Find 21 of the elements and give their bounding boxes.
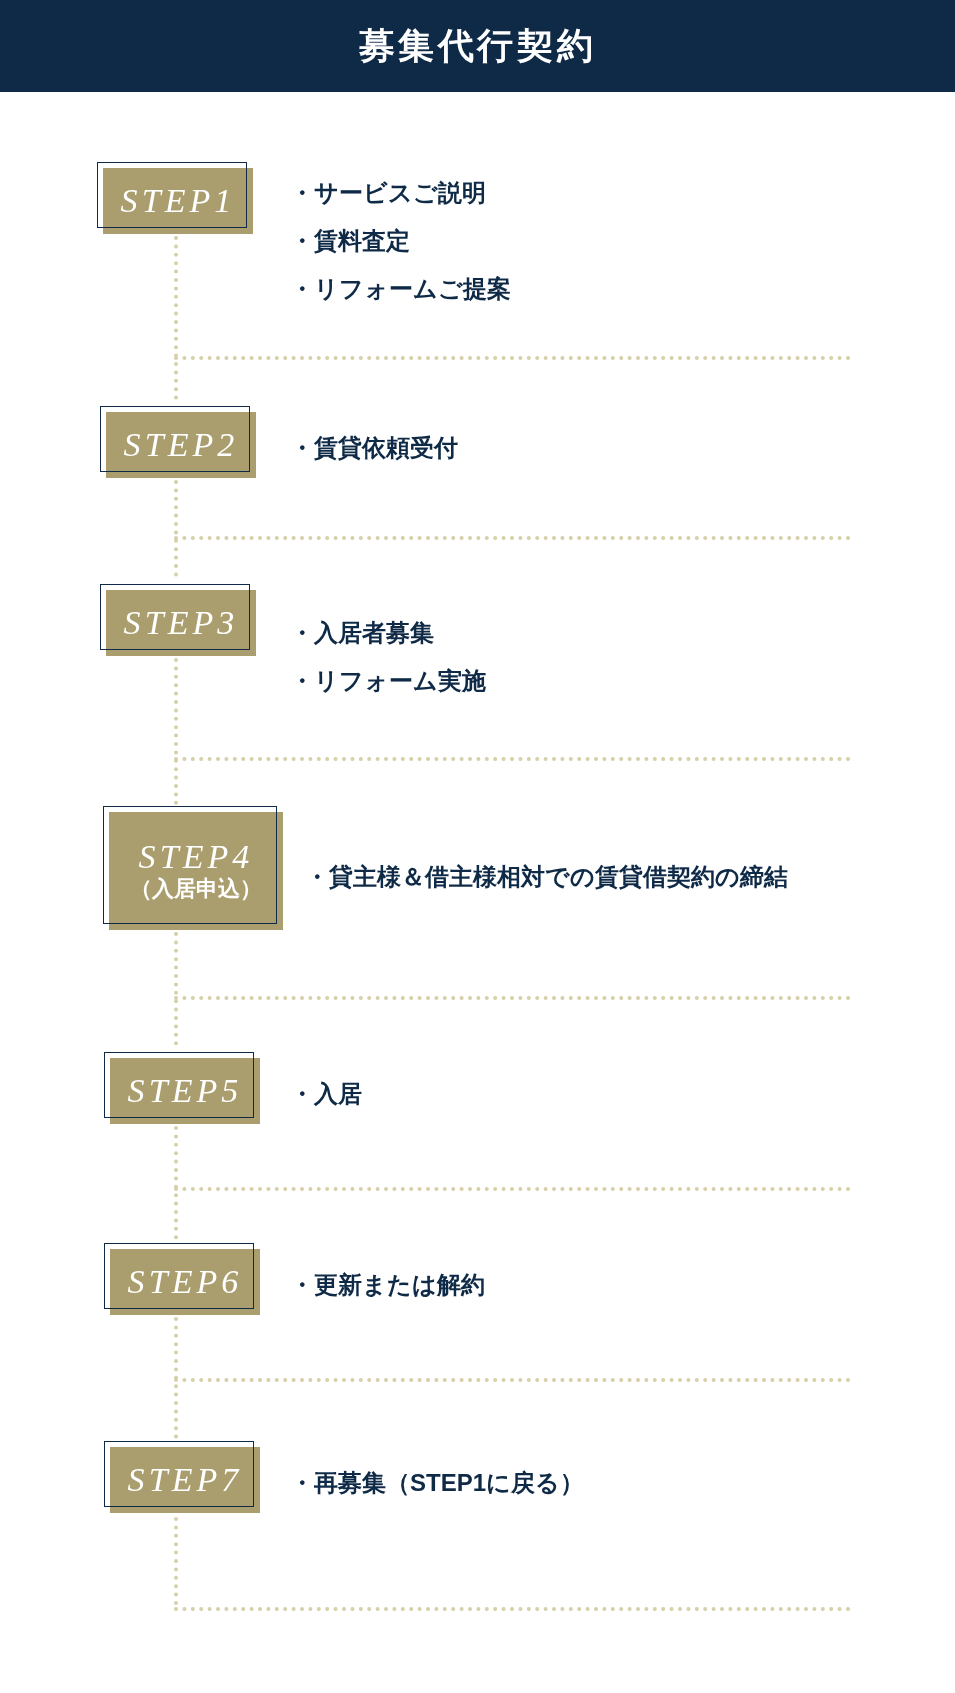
bullet-text: ・賃料査定 [290,226,411,256]
step-label: STEP6 [127,1263,243,1301]
bullet-text: ・更新または解約 [290,1270,485,1300]
step-subtitle: （入居申込） [130,875,262,904]
bullet-text: ・賃貸依頼受付 [290,433,458,463]
bullet-text: ・リフォーム実施 [290,666,486,696]
dotted-connector [174,1317,178,1441]
step-label: STEP1 [120,182,236,220]
bullet-text: ・サービスご説明 [290,178,487,208]
step-label: STEP3 [123,604,239,642]
title: 募集代行契約 [358,24,597,68]
dotted-connector [174,658,178,806]
step-label: STEP2 [123,426,239,464]
bullet-text: ・リフォームご提案 [290,274,511,304]
bullet-text: ・貸主様＆借主様相対での賃貸借契約の締結 [305,862,788,892]
step-label: STEP5 [127,1072,243,1110]
bullet-text: ・入居者募集 [290,618,435,648]
step-label: STEP4 [138,838,254,876]
bullet-text: ・再募集（STEP1に戻る） [290,1468,585,1498]
bullet-text: ・入居 [290,1079,362,1109]
step-label: STEP7 [127,1461,243,1499]
